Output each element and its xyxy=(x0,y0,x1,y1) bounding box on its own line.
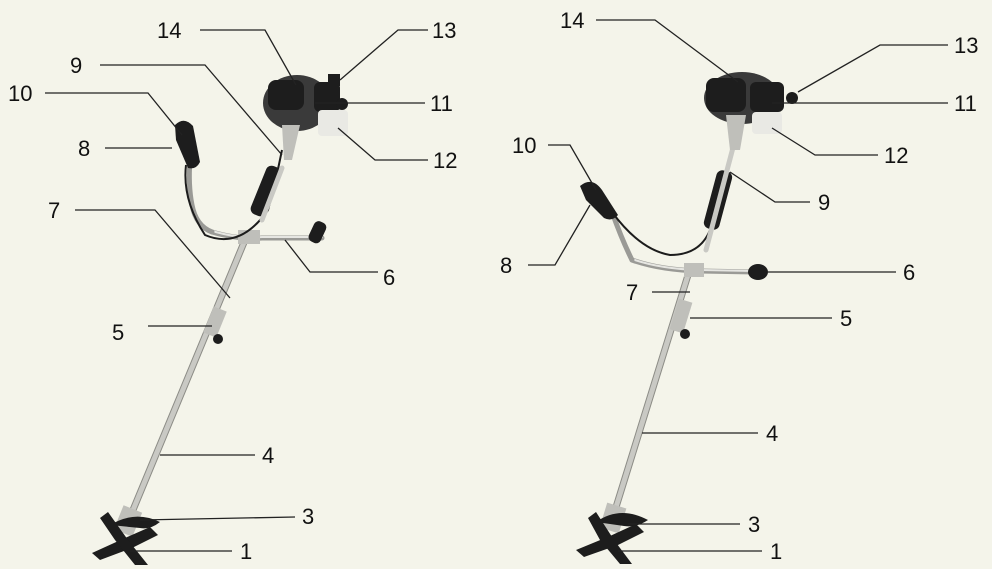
right-label-4-text: 4 xyxy=(766,421,778,446)
right-leader-13 xyxy=(797,44,948,93)
left-callouts: 14 13 9 10 11 8 12 7 6 5 1 4 3 1 xyxy=(8,18,457,564)
right-upper-shaft xyxy=(703,137,738,253)
left-choke-lever xyxy=(328,74,340,86)
left-leader-6 xyxy=(284,239,378,273)
right-label-7: 7 xyxy=(626,280,638,305)
left-leader-7 xyxy=(75,209,231,299)
left-engine-cylinder xyxy=(268,80,304,110)
right-fuel-tank xyxy=(752,112,782,134)
right-label-14: 14 xyxy=(560,8,584,33)
right-label-8: 8 xyxy=(500,253,512,278)
left-starter-knob xyxy=(336,98,348,110)
right-leader-8 xyxy=(528,204,591,266)
left-blade-b xyxy=(100,512,148,565)
right-leader-12 xyxy=(771,127,878,156)
right-clamp-knob xyxy=(680,329,690,339)
left-leader-13 xyxy=(339,29,428,81)
left-shaft xyxy=(125,237,248,525)
left-handlebar-mount xyxy=(238,230,260,244)
right-callouts: 14 13 11 12 10 9 8 6 7 5 1 4 3 1 xyxy=(500,8,978,564)
left-label-4-text: 4 xyxy=(262,443,274,468)
right-label-1: 1 xyxy=(770,539,782,564)
left-label-9: 9 xyxy=(70,53,82,78)
left-clutch-housing xyxy=(282,125,300,160)
left-label-3: 3 xyxy=(302,504,314,529)
left-bar-arm xyxy=(186,157,215,235)
left-label-7: 7 xyxy=(48,198,60,223)
right-throttle-cable xyxy=(611,211,711,257)
left-clamp xyxy=(203,306,227,338)
left-leader-10 xyxy=(45,92,183,136)
left-label-11: 11 xyxy=(430,91,453,116)
left-recoil-starter xyxy=(314,82,340,112)
right-label-5: 5 xyxy=(840,306,852,331)
right-throttle-handle xyxy=(580,181,618,220)
left-label-12: 12 xyxy=(433,148,457,173)
right-guard xyxy=(596,512,648,527)
right-label-3: 3 xyxy=(748,512,760,537)
left-label-10: 10 xyxy=(8,81,32,106)
right-label-9: 9 xyxy=(818,190,830,215)
left-leader-9 xyxy=(100,64,283,156)
left-leader-12 xyxy=(337,127,428,161)
left-label-13: 13 xyxy=(432,18,456,43)
right-handlebar-mount xyxy=(684,263,704,277)
right-engine-cylinder xyxy=(706,78,746,112)
left-right-grip xyxy=(308,221,327,244)
left-label-8: 8 xyxy=(78,136,90,161)
left-brushcutter xyxy=(92,74,348,565)
left-upper-shaft xyxy=(259,165,285,223)
left-clamp-knob xyxy=(213,334,223,344)
right-leader-10 xyxy=(548,144,597,191)
right-bar-arm xyxy=(609,209,635,263)
right-leader-14 xyxy=(596,19,739,83)
right-leader-9 xyxy=(729,171,810,203)
left-label-14: 14 xyxy=(157,18,181,43)
right-recoil-starter xyxy=(750,82,784,112)
right-label-12: 12 xyxy=(884,143,908,168)
right-label-10: 10 xyxy=(512,133,536,158)
right-brushcutter xyxy=(576,72,798,564)
right-clutch-housing xyxy=(726,115,746,150)
right-clamp xyxy=(669,298,693,334)
right-starter-knob xyxy=(786,92,798,104)
left-label-6: 6 xyxy=(383,265,395,290)
left-label-1: 1 xyxy=(240,539,252,564)
left-throttle-handle xyxy=(175,120,200,169)
left-leader-3 xyxy=(139,516,296,521)
right-label-13: 13 xyxy=(954,33,978,58)
right-label-11: 11 xyxy=(954,91,977,116)
left-leader-14 xyxy=(200,29,297,86)
left-label-5: 5 xyxy=(112,320,124,345)
left-grip-sleeve xyxy=(250,165,282,217)
right-label-6: 6 xyxy=(903,260,915,285)
right-right-grip xyxy=(748,264,768,280)
